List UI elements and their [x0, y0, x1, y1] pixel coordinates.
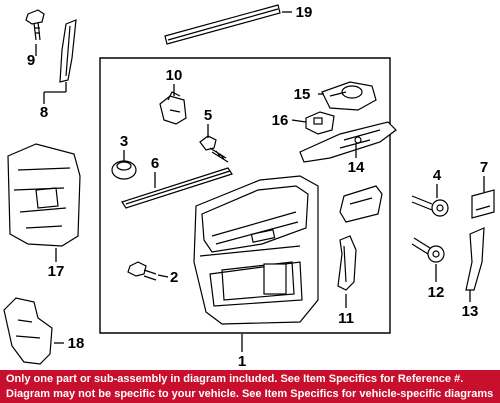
- part-14-bezel: [299, 121, 397, 163]
- exploded-parts-diagram: 1 2 3 4 5 6 7 8 9 10 11 12 13 14 15 16 1…: [3, 4, 495, 370]
- callout-13: 13: [462, 303, 479, 320]
- callout-5: 5: [204, 107, 212, 124]
- callout-16: 16: [272, 112, 289, 129]
- callout-14: 14: [348, 159, 365, 176]
- assembly-frame: [99, 57, 391, 334]
- part-7-plate: [471, 189, 495, 219]
- part-15-cupholder: [321, 81, 377, 111]
- part-5-screw: [199, 135, 229, 163]
- part-3-grommet: [111, 160, 137, 180]
- part-19-strip: [164, 4, 281, 45]
- part-1-door-panel: [193, 175, 319, 325]
- part-2-pin: [127, 261, 157, 281]
- part-6-molding: [121, 167, 233, 209]
- part-4-bolt: [411, 195, 449, 217]
- part-13-weatherstrip: [465, 227, 485, 291]
- part-17-insulator: [7, 143, 81, 247]
- disclaimer-banner: Only one part or sub-assembly in diagram…: [0, 370, 500, 403]
- callout-6: 6: [151, 155, 159, 172]
- callout-7: 7: [480, 159, 488, 176]
- part-10-clip: [159, 91, 187, 125]
- callout-18: 18: [68, 335, 85, 352]
- callout-1: 1: [238, 353, 246, 370]
- callout-19: 19: [296, 4, 313, 21]
- callout-15: 15: [294, 86, 311, 103]
- callout-3: 3: [120, 133, 128, 150]
- part-9-bolt: [25, 9, 45, 41]
- callout-11: 11: [338, 310, 354, 327]
- callout-8: 8: [40, 104, 48, 121]
- callout-4: 4: [433, 167, 442, 184]
- disclaimer-line-1: Only one part or sub-assembly in diagram…: [6, 373, 464, 385]
- callout-17: 17: [48, 263, 65, 280]
- part-8-pillar-trim: [59, 19, 77, 83]
- part-16-switch: [305, 111, 335, 135]
- part-18-bracket: [3, 297, 53, 365]
- callout-2: 2: [170, 269, 178, 286]
- door-insert-bracket: [339, 185, 383, 223]
- callout-10: 10: [166, 67, 183, 84]
- part-11-handle: [337, 235, 357, 291]
- part-12-bolt: [411, 237, 445, 263]
- callout-9: 9: [27, 52, 35, 69]
- callout-12: 12: [428, 284, 445, 301]
- disclaimer-line-2: Diagram may not be specific to your vehi…: [6, 388, 494, 400]
